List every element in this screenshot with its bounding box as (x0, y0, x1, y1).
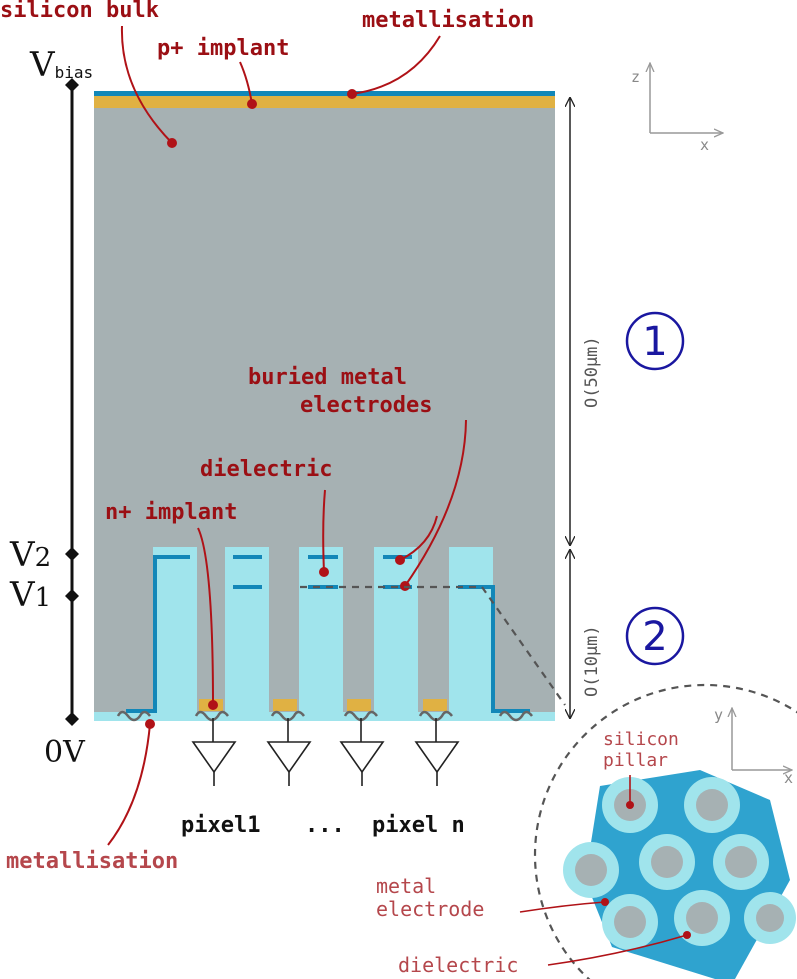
v1-label: V1 (9, 575, 51, 615)
n-implants (199, 699, 447, 711)
inset-pillar-label-line2: pillar (603, 750, 668, 771)
p-implant-label: p+ implant (157, 36, 289, 61)
dielectric-label: dielectric (200, 457, 332, 482)
inset-pillar-label-shadow2: pillar (603, 750, 668, 771)
dimension-upper-label: O(50µm) (582, 336, 602, 408)
inset-axes (732, 708, 792, 770)
axis-x-label: x (700, 136, 709, 154)
silicon-bulk-label: silicon bulk (0, 0, 159, 23)
pixel-amplifiers (191, 718, 460, 786)
inset-axis-y-label: y (714, 706, 723, 724)
inset-metal-label-line2: electrode (376, 897, 484, 921)
buried-metal-label-line2: electrodes (300, 393, 432, 418)
inset-top-view (563, 770, 796, 979)
pixel-first-label: pixel1 (181, 813, 260, 838)
n-implant-label: n+ implant (105, 500, 237, 525)
vbias-label: Vbias (29, 45, 93, 85)
metallisation-top-label: metallisation (362, 8, 534, 33)
dimension-lower-label: O(10µm) (582, 625, 602, 697)
main-axes (650, 63, 723, 133)
zoom-indicator (300, 585, 797, 979)
pixel-ellipsis: ... (305, 813, 345, 838)
voltage-scale (65, 78, 79, 726)
v2-label: V2 (9, 535, 51, 575)
p-implant-layer (94, 96, 555, 108)
inset-pillar-label-shadow1: silicon (603, 729, 679, 750)
inset-callout-lines (519, 775, 688, 966)
inset-axis-x-label: x (784, 769, 793, 787)
svg-text:1: 1 (642, 319, 667, 365)
callout-dots (145, 89, 410, 729)
svg-text:2: 2 (642, 614, 667, 660)
inset-metal-label-line1: metal (376, 874, 436, 898)
axis-z-label: z (631, 68, 640, 86)
inset-callout-dots (601, 801, 691, 939)
callout-lines (107, 25, 467, 846)
inset-dielectric-label: dielectric (398, 953, 518, 977)
inset-pillars (563, 777, 796, 950)
metallisation-bottom-label: metallisation (6, 849, 178, 874)
region-2-marker: 2 (625, 606, 685, 666)
inset-pillar-label-line1: silicon (603, 729, 679, 750)
pixel-last-label: pixel n (372, 813, 465, 838)
zero-volt-label: 0V (44, 735, 86, 770)
region-1-marker: 1 (625, 311, 685, 371)
buried-metal-label-line1: buried metal (248, 365, 407, 390)
top-metallisation-layer (94, 91, 555, 96)
